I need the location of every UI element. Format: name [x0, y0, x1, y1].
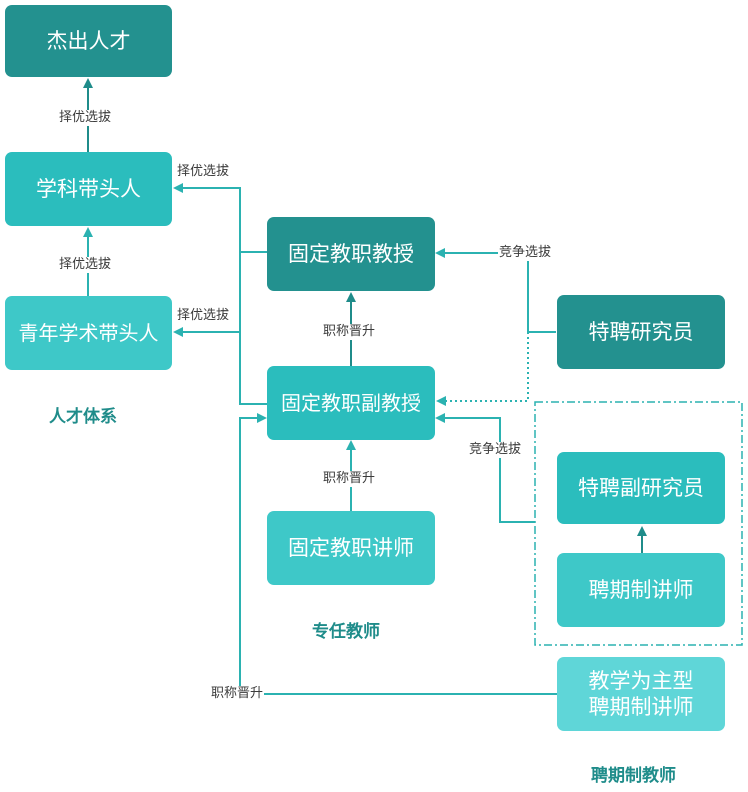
edge-label-title-promotion: 职称晋升 [210, 686, 265, 702]
group-label-contract-faculty: 聘期制教师 [591, 766, 676, 786]
edge-label-competitive-selection: 竞争选拔 [468, 442, 523, 458]
group-label-talent-system: 人才体系 [49, 407, 117, 427]
edge-teaching-to-assoc [239, 413, 557, 695]
edge-label-competitive-selection: 竞争选拔 [498, 245, 553, 261]
node-young-academic-leader: 青年学术带头人 [5, 296, 172, 370]
contract-group-frame [534, 401, 743, 646]
node-teaching-contract-lecturer: 教学为主型 聘期制讲师 [557, 657, 725, 731]
edge-researcher-to-assoc-dotted [436, 332, 529, 406]
edge-label-select-best: 择优选拔 [58, 257, 113, 273]
node-outstanding-talent: 杰出人才 [5, 5, 172, 77]
node-contract-lecturer: 聘期制讲师 [557, 553, 725, 627]
edge-contract-to-assoc [435, 413, 535, 523]
edge-label-select-best: 择优选拔 [176, 308, 231, 324]
node-tenured-lecturer: 固定教职讲师 [267, 511, 435, 585]
node-distinguished-associate-researcher: 特聘副研究员 [557, 452, 725, 524]
group-label-fulltime-faculty: 专任教师 [312, 622, 380, 642]
edge-label-select-best: 择优选拔 [58, 110, 113, 126]
edge-researcher-to-professor [435, 248, 556, 333]
node-distinguished-researcher: 特聘研究员 [557, 295, 725, 369]
edge-label-title-promotion: 职称晋升 [322, 324, 377, 340]
edge-label-select-best: 择优选拔 [176, 164, 231, 180]
edge-assoc-to-discipline [173, 183, 267, 405]
node-tenured-associate-professor: 固定教职副教授 [267, 366, 435, 440]
edge-label-title-promotion: 职称晋升 [322, 471, 377, 487]
node-tenured-professor: 固定教职教授 [267, 217, 435, 291]
node-discipline-leader: 学科带头人 [5, 152, 172, 226]
